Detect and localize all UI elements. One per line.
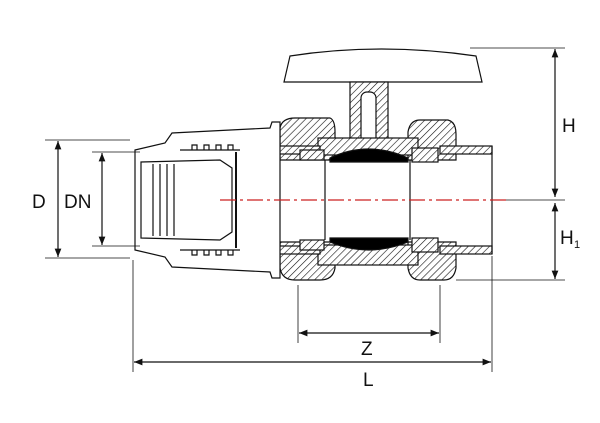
label-L: L — [363, 370, 374, 391]
seal-left-bottom — [299, 239, 325, 251]
seal-left-top — [299, 149, 325, 161]
label-H1-subscript: 1 — [574, 239, 580, 251]
ball-top — [329, 148, 409, 163]
ball-bottom — [329, 237, 409, 251]
pipe-end-top — [439, 145, 493, 155]
label-DN: DN — [64, 192, 91, 213]
extension-lines — [45, 47, 565, 372]
fitting-thread-bottom — [191, 250, 234, 256]
label-D: D — [32, 192, 46, 213]
label-H1: H — [560, 228, 574, 249]
grip-ring — [140, 159, 233, 241]
fitting-thread-lines — [180, 149, 240, 251]
label-Z: Z — [361, 339, 373, 360]
fitting-thread-top — [191, 144, 234, 150]
handle — [283, 48, 483, 83]
pipe-end-bottom — [439, 245, 493, 255]
seal-right-bottom — [411, 237, 439, 253]
seal-right-top — [411, 147, 439, 163]
label-H: H — [562, 116, 576, 137]
